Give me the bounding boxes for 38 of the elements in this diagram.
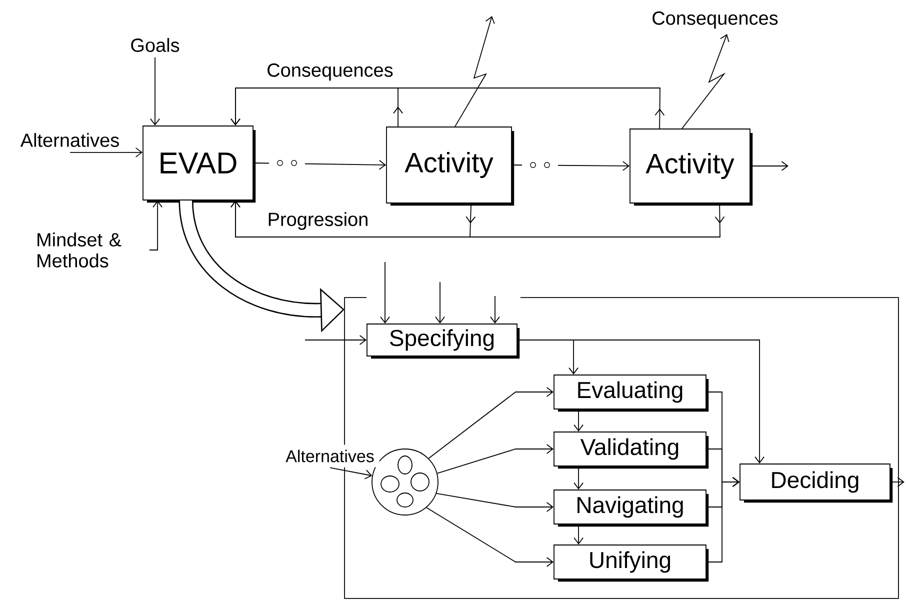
input-label: Alternatives (15, 128, 125, 152)
arrow (490, 296, 500, 324)
input-label: Alternatives (280, 444, 380, 468)
edge-label: Consequences (266, 62, 394, 82)
arrow (574, 409, 584, 432)
arrow (706, 477, 740, 562)
process-box: Activity (630, 128, 753, 206)
input-label: Consequences (646, 6, 784, 34)
arrow (149, 200, 162, 250)
input-label: Mindset & Methods (38, 232, 122, 268)
process-box: Specifying (366, 324, 520, 359)
arrow (435, 282, 445, 324)
arrow (436, 492, 554, 512)
arrow (380, 262, 390, 324)
arrow (574, 524, 584, 545)
input-label: Goals (125, 33, 185, 57)
arrow (428, 387, 554, 459)
process-box: Navigating (554, 490, 709, 527)
process-box: EVAD (142, 126, 256, 203)
arrow (230, 88, 665, 129)
arrow (436, 444, 554, 474)
process-box: Unifying (554, 544, 709, 582)
arrow (230, 200, 725, 238)
arrow (426, 507, 554, 567)
process-box: Deciding (740, 464, 893, 503)
arrow (304, 335, 367, 345)
edge-label: Progression (266, 211, 370, 231)
process-box: Activity (386, 126, 514, 206)
arrow (150, 56, 160, 126)
arrow (890, 477, 904, 487)
arrow (70, 147, 143, 158)
zigzag-arrow (454, 16, 495, 127)
process-box: Evaluating (554, 374, 709, 412)
process-box: Validating (554, 432, 709, 469)
arrow (750, 161, 788, 171)
arrow (330, 467, 372, 480)
zigzag-arrow (682, 34, 730, 129)
arrow (574, 466, 584, 490)
